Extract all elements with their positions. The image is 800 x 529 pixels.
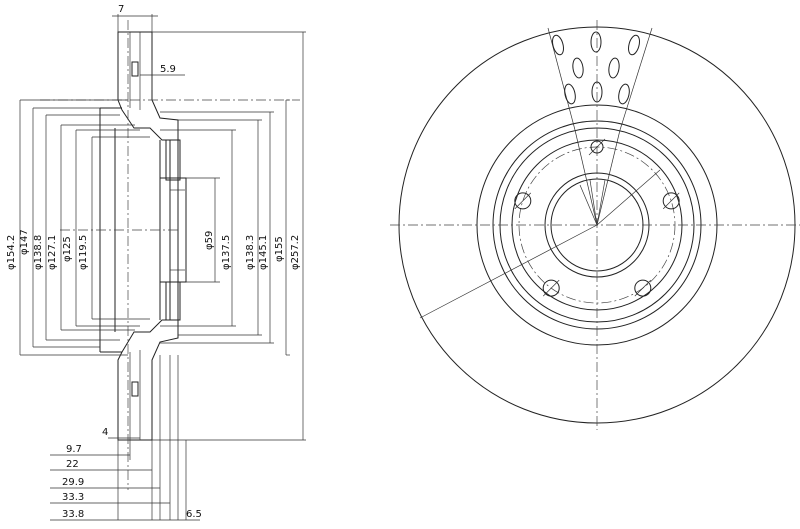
- vent-slot: [618, 83, 630, 105]
- dim-phi-119-5: φ119.5: [78, 235, 89, 270]
- disc-ring-upper: [117, 31, 179, 141]
- disc-ring-lower: [117, 319, 179, 441]
- vent-slot: [608, 57, 620, 79]
- bolt-hole-axis: [588, 138, 606, 156]
- axial-dims-bottom: [50, 355, 200, 521]
- dim-4: 4: [102, 427, 108, 438]
- vent-slot: [572, 57, 584, 79]
- dim-33-8: 33.8: [62, 509, 84, 520]
- dim-phi-59: φ59: [204, 231, 215, 250]
- dim-rib-offset: 5.9: [160, 64, 176, 75]
- dim-phi-138-8: φ138.8: [33, 235, 44, 270]
- bolt-hole: [634, 279, 652, 297]
- dim-phi-137-5: φ137.5: [221, 235, 232, 270]
- dim-width-top: 7: [118, 4, 124, 15]
- bolt-hole: [662, 192, 680, 210]
- bolt-hole: [514, 192, 532, 210]
- vent-slot: [628, 34, 640, 56]
- bolt-hole-axis: [514, 192, 532, 210]
- dim-22: 22: [66, 459, 79, 470]
- dim-33-3: 33.3: [62, 492, 84, 503]
- diameter-dims-left: [19, 99, 150, 356]
- dim-phi-138-3: φ138.3: [245, 235, 256, 270]
- bolt-holes: [514, 138, 680, 297]
- dim-phi-147: φ147: [19, 229, 30, 255]
- dim-6-5: 6.5: [186, 509, 202, 520]
- dim-29-9: 29.9: [62, 477, 84, 488]
- dim-phi-154-2: φ154.2: [6, 235, 17, 270]
- bolt-hole-axis: [634, 279, 652, 297]
- section-view: 7 5.9 φ154.2 φ147 φ138.8 φ127.1 φ125 φ11…: [6, 4, 306, 521]
- diameter-dims-center: [160, 129, 236, 327]
- front-view: [390, 20, 800, 430]
- vent-slot: [564, 83, 576, 105]
- vent-slot: [552, 34, 564, 56]
- dim-phi-257-2: φ257.2: [290, 235, 301, 270]
- dim-phi-155: φ155: [274, 236, 285, 262]
- dim-phi-127-1: φ127.1: [47, 235, 58, 270]
- dim-phi-145-1: φ145.1: [258, 235, 269, 270]
- vent-slots: [552, 31, 640, 105]
- bolt-hole-axis: [542, 279, 560, 297]
- bolt-hole-axis: [662, 192, 680, 210]
- vent-slot: [590, 31, 602, 53]
- bolt-hole: [542, 279, 560, 297]
- vent-slot: [591, 81, 603, 103]
- dim-9-7: 9.7: [66, 444, 82, 455]
- dim-phi-125: φ125: [62, 236, 73, 262]
- bolt-hole: [590, 140, 604, 154]
